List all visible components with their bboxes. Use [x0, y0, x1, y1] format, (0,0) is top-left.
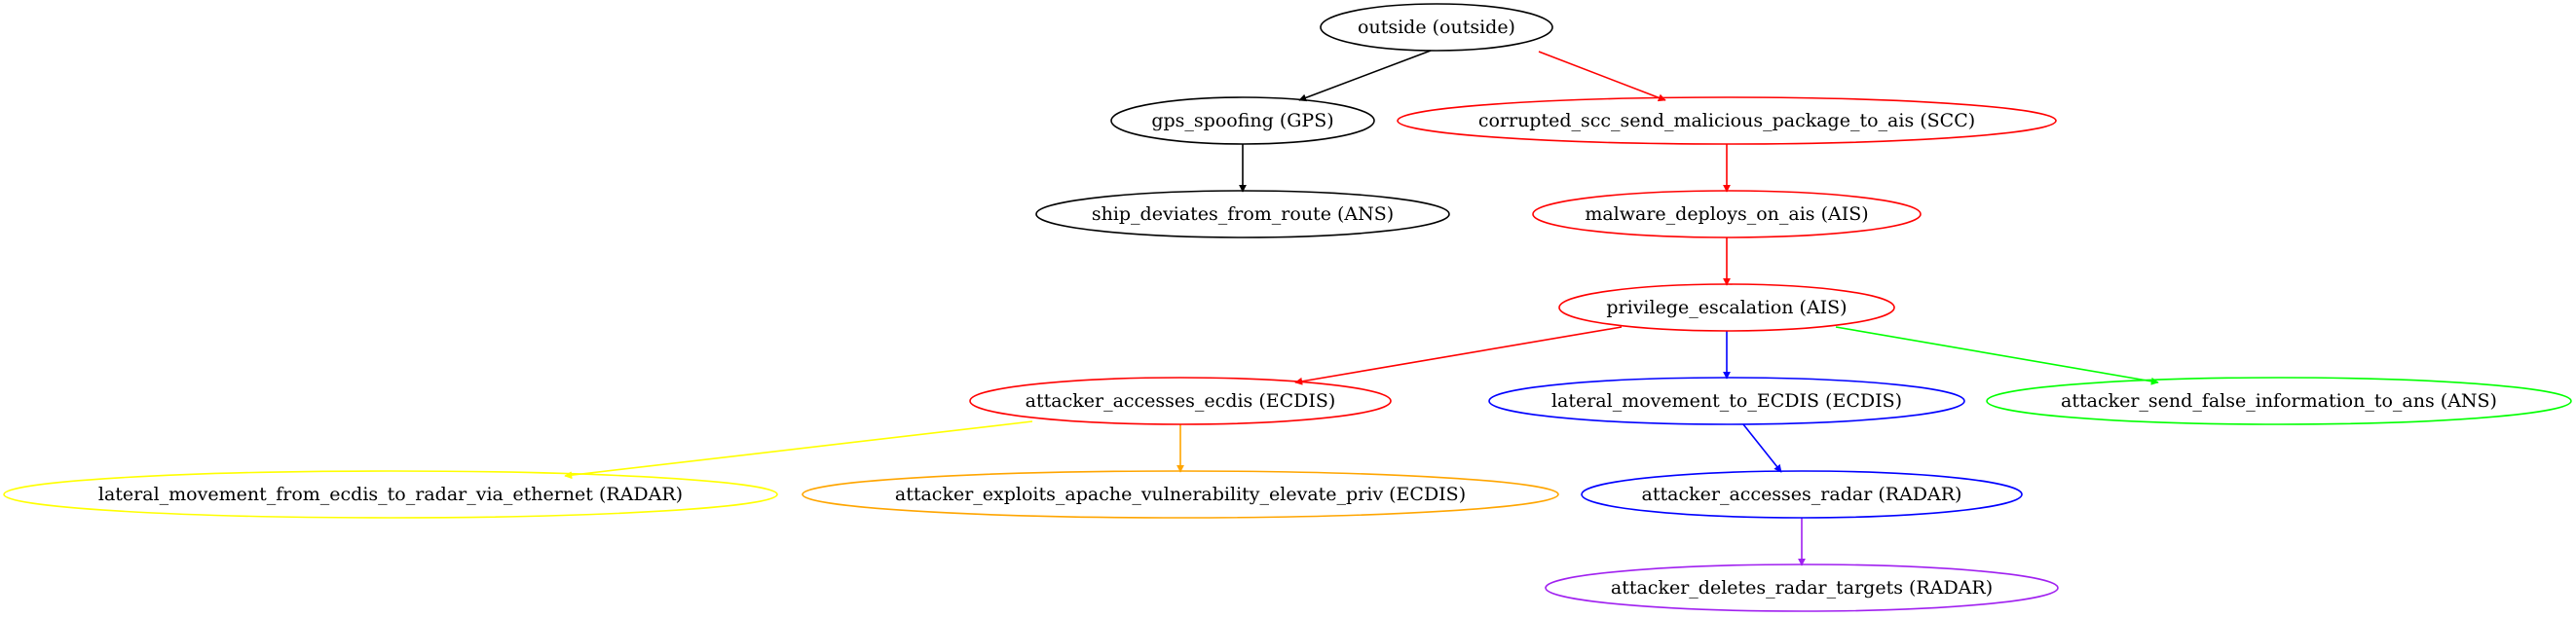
- node-malware-deploys-label: malware_deploys_on_ais (AIS): [1585, 203, 1868, 225]
- node-corrupted-scc-ellipse: [1397, 96, 2057, 145]
- node-privilege-escalation: privilege_escalation (AIS): [1558, 283, 1895, 332]
- node-corrupted-scc: corrupted_scc_send_malicious_package_to_…: [1397, 96, 2057, 145]
- node-ship-deviates: ship_deviates_from_route (ANS): [1035, 190, 1450, 238]
- node-lateral-ecdis-radar: lateral_movement_from_ecdis_to_radar_via…: [3, 470, 778, 519]
- edge-outside-corrupted-scc: [1538, 51, 1666, 102]
- node-false-info-ans: attacker_send_false_information_to_ans (…: [1986, 377, 2572, 425]
- node-gps-spoofing-label: gps_spoofing (GPS): [1151, 110, 1333, 131]
- node-lateral-movement-ecdis: lateral_movement_to_ECDIS (ECDIS): [1488, 377, 1965, 425]
- node-false-info-ans-ellipse: [1986, 377, 2572, 425]
- node-attacker-accesses-ecdis-label: attacker_accesses_ecdis (ECDIS): [1026, 390, 1336, 412]
- node-deletes-radar-label: attacker_deletes_radar_targets (RADAR): [1611, 577, 1993, 599]
- edge-outside-gps-spoofing: [1298, 50, 1432, 102]
- node-lateral-ecdis-radar-label: lateral_movement_from_ecdis_to_radar_via…: [98, 484, 683, 505]
- node-apache-vuln: attacker_exploits_apache_vulnerability_e…: [802, 470, 1559, 519]
- node-ship-deviates-ellipse: [1035, 190, 1450, 238]
- edge-privilege-escalation-false-info-ans: [1835, 326, 2159, 385]
- node-accesses-radar-ellipse: [1581, 470, 2023, 519]
- node-outside-label: outside (outside): [1358, 17, 1515, 38]
- node-attacker-accesses-ecdis-ellipse: [969, 377, 1392, 425]
- node-gps-spoofing-ellipse: [1110, 96, 1375, 145]
- node-malware-deploys-ellipse: [1532, 190, 1922, 238]
- nodes-layer: outside (outside) gps_spoofing (GPS) cor…: [3, 3, 2572, 612]
- node-apache-vuln-label: attacker_exploits_apache_vulnerability_e…: [895, 484, 1466, 505]
- node-malware-deploys: malware_deploys_on_ais (AIS): [1532, 190, 1922, 238]
- node-accesses-radar-label: attacker_accesses_radar (RADAR): [1642, 484, 1962, 505]
- node-privilege-escalation-label: privilege_escalation (AIS): [1606, 297, 1847, 318]
- node-outside-ellipse: [1320, 3, 1553, 52]
- node-outside: outside (outside): [1320, 3, 1553, 52]
- node-attacker-accesses-ecdis: attacker_accesses_ecdis (ECDIS): [969, 377, 1392, 425]
- node-gps-spoofing: gps_spoofing (GPS): [1110, 96, 1375, 145]
- node-privilege-escalation-ellipse: [1558, 283, 1895, 332]
- edges-layer: [564, 50, 2159, 566]
- node-deletes-radar: attacker_deletes_radar_targets (RADAR): [1545, 563, 2059, 612]
- node-corrupted-scc-label: corrupted_scc_send_malicious_package_to_…: [1478, 110, 1975, 131]
- edge-attacker-accesses-ecdis-lateral-ecdis-radar: [564, 420, 1033, 480]
- node-lateral-ecdis-radar-ellipse: [3, 470, 778, 519]
- edge-lateral-movement-ecdis-accesses-radar: [1742, 423, 1782, 473]
- edge-privilege-escalation-attacker-accesses-ecdis: [1294, 326, 1623, 385]
- node-apache-vuln-ellipse: [802, 470, 1559, 519]
- node-deletes-radar-ellipse: [1545, 563, 2059, 612]
- node-ship-deviates-label: ship_deviates_from_route (ANS): [1092, 203, 1394, 225]
- node-lateral-movement-ecdis-ellipse: [1488, 377, 1965, 425]
- node-lateral-movement-ecdis-label: lateral_movement_to_ECDIS (ECDIS): [1551, 390, 1902, 412]
- node-false-info-ans-label: attacker_send_false_information_to_ans (…: [2061, 390, 2497, 412]
- node-accesses-radar: attacker_accesses_radar (RADAR): [1581, 470, 2023, 519]
